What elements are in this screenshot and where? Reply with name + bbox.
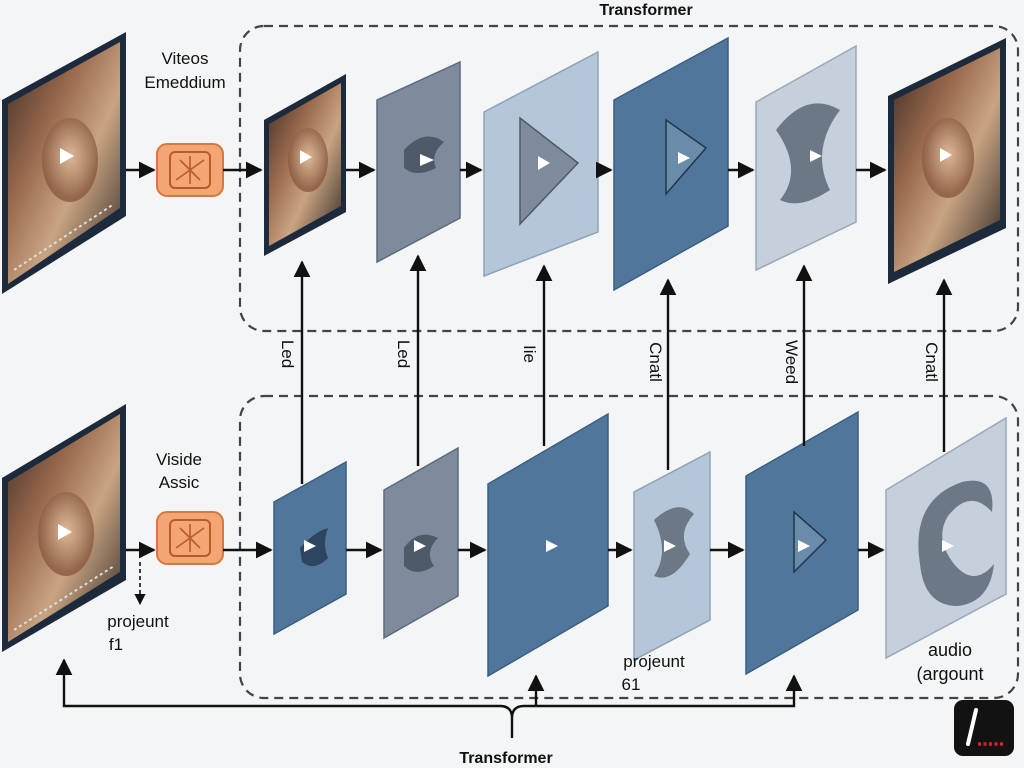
top-group-title: Transformer bbox=[599, 2, 692, 19]
top-embedding-block bbox=[156, 143, 224, 197]
top-dark-blue-panel bbox=[613, 36, 729, 292]
right-note-line1: audio bbox=[928, 640, 972, 660]
top-transformer-box bbox=[238, 24, 1020, 333]
top-gray-panel bbox=[376, 60, 461, 264]
mid-note-line2: 61 bbox=[622, 675, 641, 694]
mid-note-line1: projeunt bbox=[623, 652, 685, 671]
bottom-audio-panel bbox=[885, 416, 1007, 660]
connector-label-3: Iie bbox=[520, 345, 539, 363]
slash-logo-icon bbox=[954, 700, 1014, 756]
bottom-dark-blue-panel-2 bbox=[487, 412, 609, 678]
top-light-gray-panel bbox=[755, 44, 857, 272]
left-note-line2: f1 bbox=[109, 635, 123, 654]
bottom-dark-blue-panel-1 bbox=[273, 460, 347, 636]
connector-label-5: Weed bbox=[782, 340, 801, 384]
connector-label-4: Cnatl bbox=[646, 342, 665, 382]
left-note-line1: projeunt bbox=[107, 612, 169, 631]
connector-label-1: Led bbox=[278, 340, 297, 368]
bottom-gray-panel bbox=[383, 446, 459, 640]
feedback-arrows bbox=[55, 658, 803, 738]
bottom-dark-blue-panel-3 bbox=[745, 410, 859, 676]
top-output-video-frame bbox=[888, 38, 1006, 284]
bottom-light-panel bbox=[633, 450, 711, 662]
top-light-triangle-panel bbox=[483, 50, 599, 278]
vertical-connectors bbox=[293, 254, 953, 484]
top-video-frame-small bbox=[264, 74, 346, 256]
right-note-line2: (argount bbox=[916, 664, 983, 684]
connector-label-6: Cnatl bbox=[922, 342, 941, 382]
bottom-caption: Transformer bbox=[459, 750, 552, 767]
bottom-input-label-line1: Viside bbox=[156, 450, 202, 469]
bottom-input-label-line2: Assic bbox=[159, 473, 200, 492]
connector-label-2: Led bbox=[394, 340, 413, 368]
bottom-embedding-block bbox=[156, 511, 224, 565]
top-input-label-line1: Viteos bbox=[162, 49, 209, 68]
top-input-label-line2: Emeddium bbox=[144, 73, 225, 92]
connector-labels: Led Led Iie Cnatl Weed Cnatl bbox=[278, 340, 941, 384]
bottom-input-video-frame bbox=[2, 404, 126, 652]
top-input-video-frame bbox=[2, 32, 126, 294]
bottom-transformer-box bbox=[238, 394, 1020, 700]
slash-logo-glyph bbox=[966, 708, 1004, 746]
